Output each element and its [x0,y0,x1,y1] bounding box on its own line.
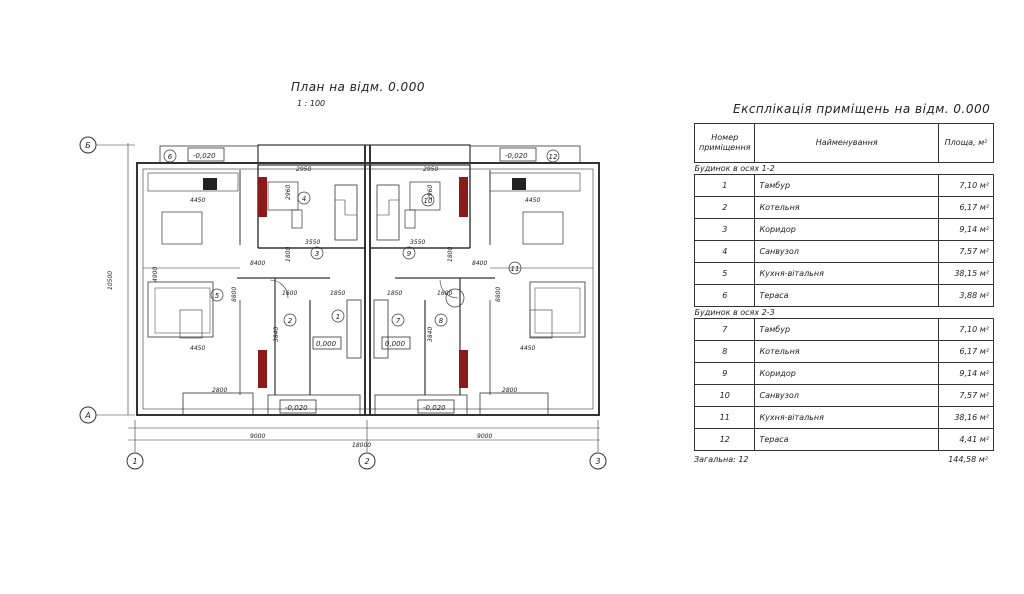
svg-text:4450: 4450 [190,197,205,204]
axis-label-1: 1 [132,457,137,466]
svg-text:4450: 4450 [525,197,540,204]
svg-text:1800: 1800 [285,247,292,262]
axis-marker-3 [589,452,607,470]
accent-wall [258,350,267,388]
accent-wall [459,350,468,388]
svg-text:4450: 4450 [190,345,205,352]
svg-text:10: 10 [424,197,433,205]
svg-text:4: 4 [302,195,306,203]
plan-scale: 1 : 100 [297,99,326,108]
axis-label-2: 2 [364,457,369,466]
header-area: Площа, м² [938,123,994,163]
group-row: Будинок в осях 2-3 [694,306,994,319]
svg-text:-0,020: -0,020 [193,152,216,160]
svg-text:2800: 2800 [212,387,227,394]
svg-text:8800: 8800 [495,287,502,302]
axis-label-a: А [84,411,90,420]
svg-text:2800: 2800 [502,387,517,394]
svg-text:2960: 2960 [285,185,292,200]
svg-text:8400: 8400 [472,260,487,267]
svg-text:3840: 3840 [273,327,280,342]
svg-text:2950: 2950 [423,166,438,173]
axis-marker-b [79,136,97,154]
svg-text:3840: 3840 [427,327,434,342]
svg-text:1850: 1850 [330,290,345,297]
svg-text:8: 8 [439,317,444,325]
header-number: Номер приміщення [693,123,756,163]
svg-text:3550: 3550 [305,239,320,246]
outer-wall [136,162,600,416]
svg-text:8800: 8800 [231,287,238,302]
axis-label-3: 3 [595,457,600,466]
svg-text:7: 7 [396,317,401,325]
axis-marker-2 [358,452,376,470]
total-label: Загальна: 12 [694,455,749,464]
svg-text:1850: 1850 [387,290,402,297]
plan-title: План на відм. 0.000 [291,80,425,94]
svg-text:-0,020: -0,020 [505,152,528,160]
table-header-row: Номер приміщення Найменування Площа, м² [693,123,994,163]
total-value: 144,58 м² [948,455,988,464]
svg-text:9000: 9000 [250,433,265,440]
svg-text:1600: 1600 [282,290,297,297]
svg-text:9000: 9000 [477,433,492,440]
svg-text:-0,020: -0,020 [423,404,446,412]
stove [512,178,526,190]
svg-text:2960: 2960 [427,185,434,200]
svg-text:3550: 3550 [410,239,425,246]
svg-text:2950: 2950 [296,166,311,173]
stove [203,178,217,190]
explication-title: Експлікація приміщень на відм. 0.000 [733,102,991,116]
svg-text:8400: 8400 [250,260,265,267]
floor-plan: Б А 1 2 3 9000 9000 18000 10500 4450 445… [79,136,607,470]
svg-text:0,000: 0,000 [316,340,337,348]
total-row: Загальна: 12 144,58 м² [694,455,994,464]
svg-text:6: 6 [168,153,173,161]
axis-label-b: Б [85,141,91,150]
svg-text:1600: 1600 [437,290,452,297]
accent-wall [459,177,468,217]
svg-text:11: 11 [511,265,520,273]
svg-text:-0,020: -0,020 [285,404,308,412]
explication-table: Номер приміщення Найменування Площа, м² … [693,123,994,451]
header-name: Найменування [754,123,939,163]
svg-text:0,000: 0,000 [385,340,406,348]
svg-text:2: 2 [288,317,293,325]
svg-text:9: 9 [407,250,412,258]
svg-text:18000: 18000 [352,442,371,449]
accent-wall [258,177,267,217]
group-row: Будинок в осях 1-2 [694,162,994,175]
axis-marker-1 [126,452,144,470]
svg-text:1: 1 [336,313,340,321]
svg-text:4900: 4900 [152,267,159,282]
svg-text:1800: 1800 [447,247,454,262]
svg-text:3: 3 [315,250,319,258]
axis-marker-a [79,406,97,424]
svg-text:12: 12 [549,153,558,161]
svg-text:5: 5 [215,292,220,300]
svg-text:4450: 4450 [520,345,535,352]
svg-text:10500: 10500 [107,271,114,290]
